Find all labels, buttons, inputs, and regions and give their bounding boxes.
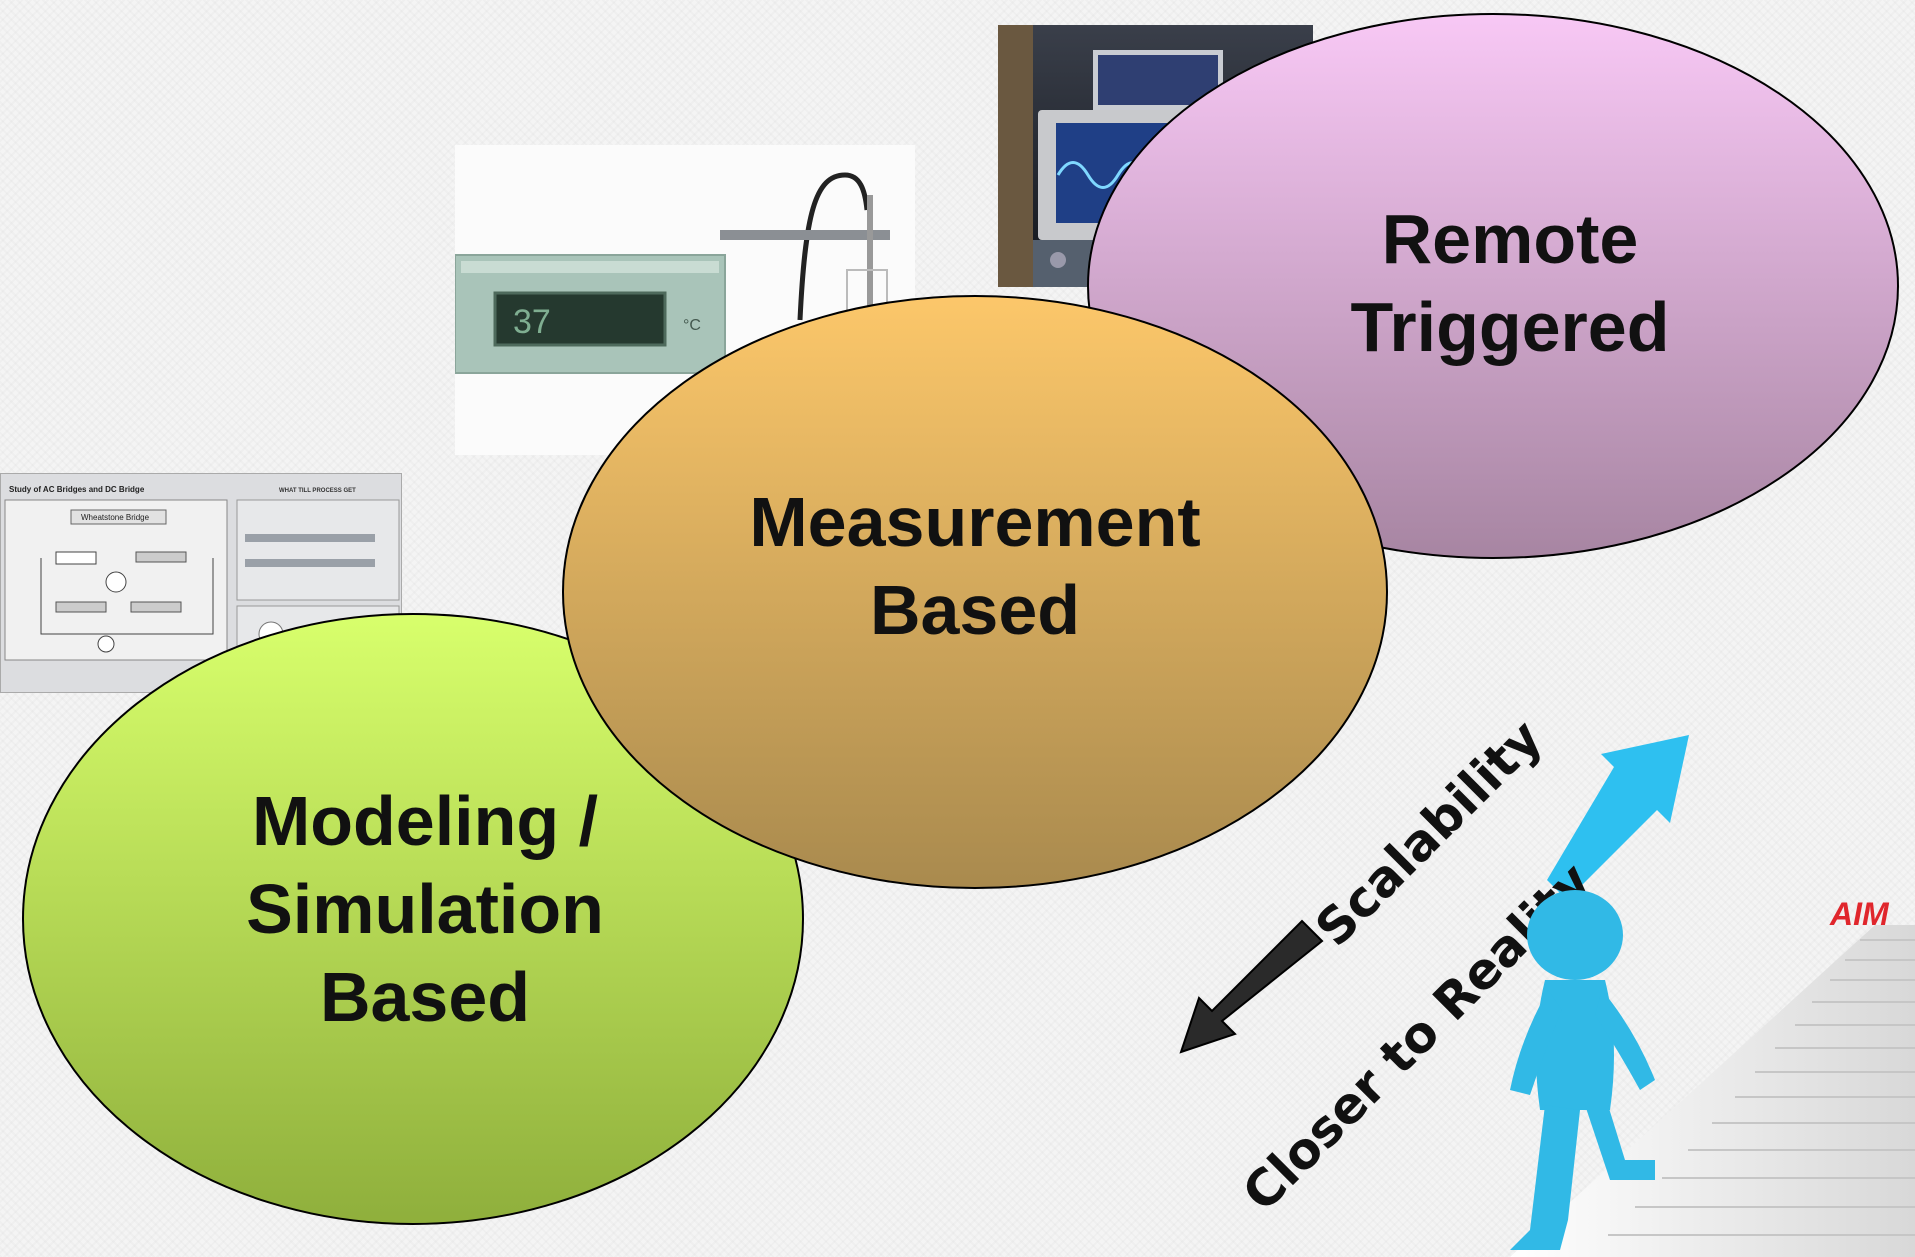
measurement-based-label: Measurement Based (700, 478, 1250, 654)
meter-unit: °C (683, 317, 701, 334)
bridge-panel-title: WHAT TILL PROCESS GET (279, 488, 356, 494)
scalability-arrow-icon (1179, 919, 1324, 1054)
stick-figure-climbing-stairs-icon: AIM (1510, 890, 1915, 1257)
remote-line2: Triggered (1350, 288, 1670, 366)
measure-line1: Measurement (749, 483, 1201, 561)
reality-arrow-icon (1547, 735, 1689, 900)
remote-triggered-label: Remote Triggered (1300, 195, 1720, 371)
remote-line1: Remote (1381, 200, 1639, 278)
aim-sign: AIM (1829, 896, 1890, 932)
bridge-window-title: Study of AC Bridges and DC Bridge (9, 485, 145, 494)
measurement-based-ellipse (562, 295, 1388, 889)
model-line3: Based (319, 958, 531, 1036)
modeling-simulation-ellipse (22, 613, 804, 1225)
modeling-simulation-label: Modeling / Simulation Based (180, 777, 670, 1041)
model-line1: Modeling / (251, 782, 599, 860)
stick-figure (1510, 890, 1655, 1250)
bridge-circuit-title: Wheatstone Bridge (81, 513, 150, 522)
measure-line2: Based (869, 571, 1081, 649)
meter-reading: 37 (513, 303, 551, 341)
model-line2: Simulation (246, 870, 604, 948)
